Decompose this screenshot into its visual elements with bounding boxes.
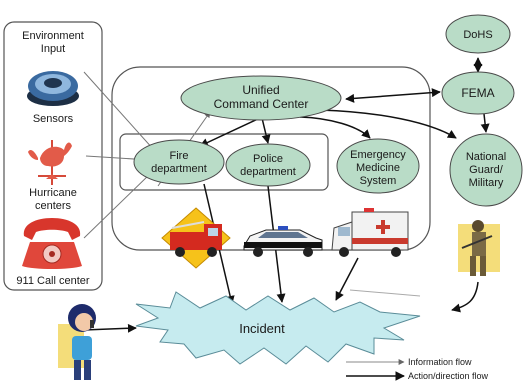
incident-label: Incident	[239, 321, 285, 336]
ucc-label-line2: Command Center	[214, 97, 309, 111]
ems-label-line1: Emergency	[350, 149, 406, 161]
ambulance-icon	[331, 208, 409, 257]
dohs-node	[445, 14, 511, 54]
environment-input-box	[3, 21, 103, 291]
fire-truck-icon	[161, 207, 231, 269]
police-department-node	[225, 143, 311, 187]
guard-label-line3: Military	[469, 177, 504, 189]
police-car-icon	[243, 226, 323, 257]
dohs-label: DoHS	[463, 29, 492, 41]
legend-action-flow-label: Action/direction flow	[408, 371, 489, 381]
ems-node	[336, 138, 420, 194]
guard-label-line1: National	[466, 151, 506, 163]
guard-label-line2: Guard/	[469, 164, 504, 176]
national-guard-node	[449, 133, 523, 207]
person-with-phone-icon	[58, 304, 96, 380]
ems-label-line2: Medicine	[356, 162, 400, 174]
fire-label-line2: department	[151, 163, 207, 175]
environment-title: Environment	[22, 30, 84, 42]
fire-department-node	[133, 139, 225, 185]
fire-label-line1: Fire	[170, 150, 189, 162]
unified-command-center-node	[180, 75, 342, 121]
hurricane-label-line2: centers	[35, 200, 72, 212]
legend-information-flow-label: Information flow	[408, 357, 472, 367]
legend: Information flow Action/direction flow	[346, 357, 489, 381]
ucc-label-line1: Unified	[242, 83, 279, 97]
police-label-line2: department	[240, 166, 296, 178]
sensor-icon	[27, 71, 79, 106]
environment-subtitle: Input	[41, 43, 65, 55]
weathervane-icon	[28, 140, 72, 185]
incident-burst	[135, 291, 421, 365]
fema-node	[441, 71, 515, 115]
fema-label: FEMA	[461, 86, 494, 100]
sensors-label: Sensors	[33, 113, 74, 125]
hurricane-label-line1: Hurricane	[29, 187, 77, 199]
soldier-icon	[458, 220, 500, 276]
call-center-label: 911 Call center	[16, 275, 90, 287]
telephone-icon	[22, 218, 82, 269]
action-flow-lines	[83, 57, 490, 333]
police-label-line1: Police	[253, 153, 283, 165]
ems-label-line3: System	[360, 175, 397, 187]
